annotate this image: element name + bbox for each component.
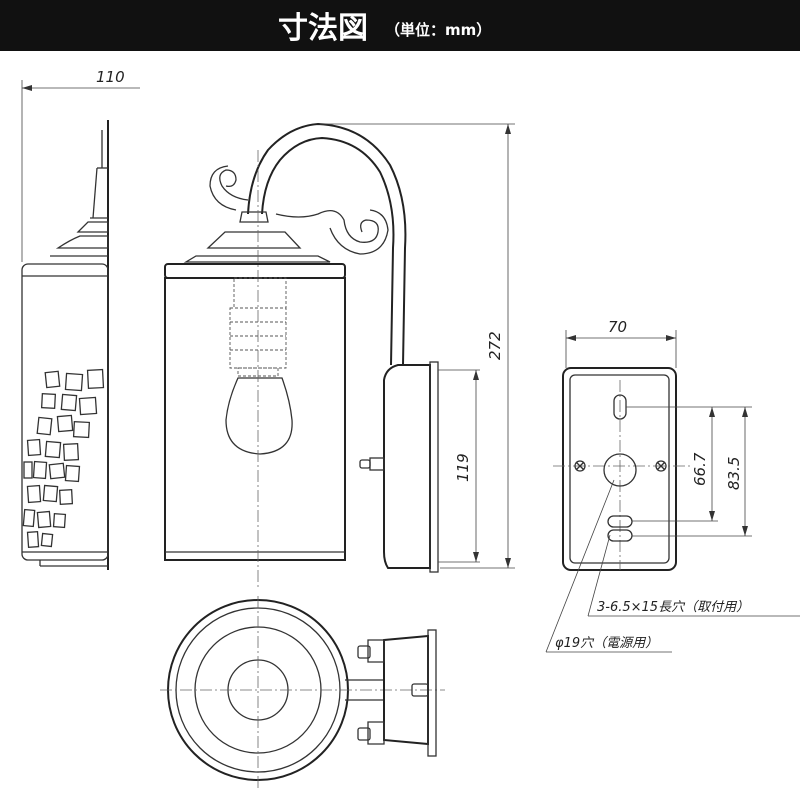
- top-view: [160, 596, 445, 790]
- backplate-front: 70: [545, 318, 800, 653]
- slot-holes-note: 3-6.5×15長穴（取付用）: [597, 599, 749, 615]
- page-title-group: 寸法図 （単位：mm）: [278, 11, 491, 46]
- backplate-width-label: 70: [608, 318, 627, 336]
- backplate-side: 119: [359, 361, 480, 573]
- hole-spacing-small-label: 66.7: [691, 452, 709, 486]
- page-title: 寸法図: [278, 11, 368, 46]
- unit-label: （単位：mm）: [385, 21, 491, 39]
- cable-hole: [603, 453, 637, 487]
- side-view: 110: [21, 68, 140, 570]
- backplate-height-label: 119: [454, 453, 472, 482]
- mosaic-pattern: [22, 368, 105, 549]
- front-view: [164, 122, 407, 590]
- total-height-dimension: 272: [320, 123, 515, 569]
- cable-hole-note: φ19穴（電源用）: [555, 635, 658, 651]
- header-bar: [0, 0, 800, 51]
- total-height-label: 272: [486, 331, 504, 360]
- depth-dimension-label: 110: [96, 68, 125, 86]
- hole-spacing-large-label: 83.5: [725, 457, 743, 490]
- bulb: [225, 377, 293, 455]
